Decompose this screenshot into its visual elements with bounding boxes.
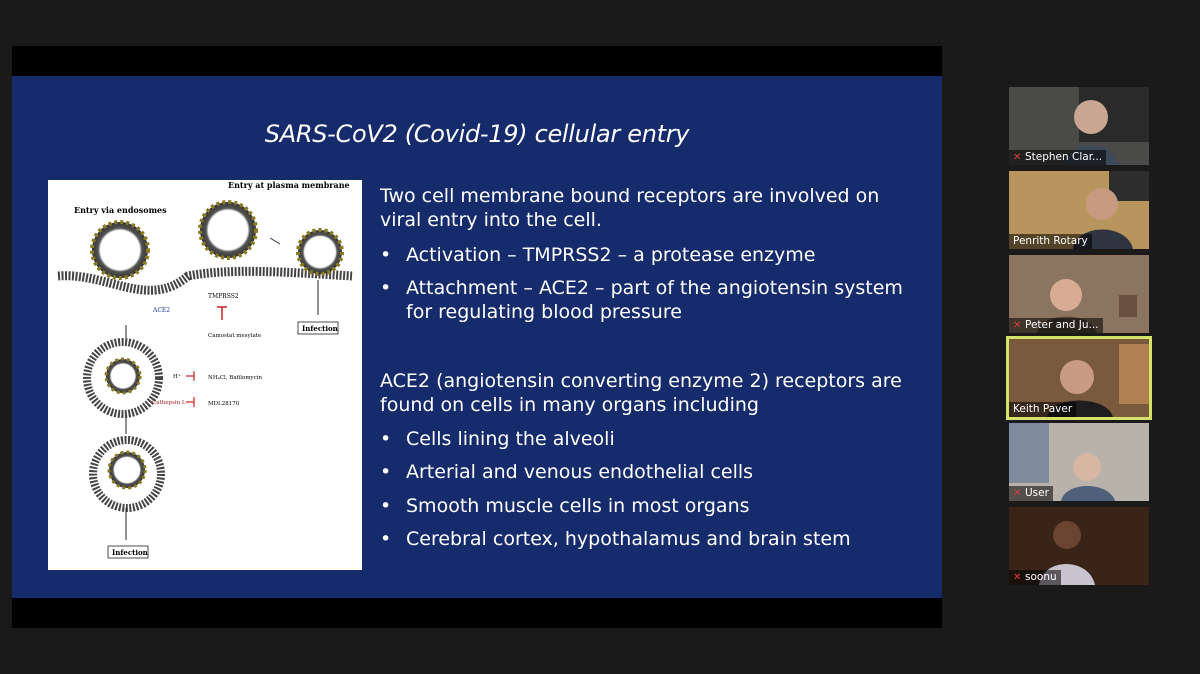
participant-name: ✕User: [1009, 486, 1053, 501]
mic-muted-icon: ✕: [1013, 488, 1022, 499]
entry-endosomes-label: Entry via endosomes: [74, 205, 167, 215]
bullet-cerebral: Cerebral cortex, hypothalamus and brain …: [380, 527, 916, 551]
endosome-2-icon: [89, 436, 165, 512]
virus-entry-diagram: Entry at plasma membrane Entry via endos…: [48, 180, 362, 570]
cathepsin-label: Cathepsin L: [152, 400, 186, 406]
diagram-svg: Entry at plasma membrane Entry via endos…: [57, 180, 353, 559]
bullet-alveoli: Cells lining the alveoli: [380, 427, 916, 451]
participant-name: Keith Paver: [1009, 402, 1077, 417]
mic-muted-icon: ✕: [1013, 572, 1022, 583]
mdl-label: MDL28170: [208, 401, 240, 407]
participant-name: ✕Stephen Clar...: [1009, 150, 1107, 165]
participant-tile[interactable]: ✕soonu: [1009, 507, 1149, 585]
slide-paragraph-2: ACE2 (angiotensin converting enzyme 2) r…: [380, 370, 902, 416]
virion-1-icon: [90, 220, 150, 280]
bullet-smooth-muscle: Smooth muscle cells in most organs: [380, 494, 916, 518]
participant-name: Penrith Rotary: [1009, 234, 1092, 249]
virion-2-icon: [198, 200, 258, 260]
bullet-attachment: Attachment – ACE2 – part of the angioten…: [380, 276, 916, 324]
participant-tile[interactable]: ✕Stephen Clar...: [1009, 87, 1149, 165]
tmprss2-label: TMPRSS2: [208, 293, 239, 300]
participant-name: ✕soonu: [1009, 570, 1061, 585]
mic-muted-icon: ✕: [1013, 152, 1022, 163]
slide-paragraph-1: Two cell membrane bound receptors are in…: [380, 185, 880, 231]
bullet-endothelial: Arterial and venous endothelial cells: [380, 460, 916, 484]
virion-3-icon: [296, 228, 344, 276]
endosome-1-icon: [83, 338, 163, 418]
participant-tile[interactable]: ✕User: [1009, 423, 1149, 501]
ace2-label: ACE2: [152, 307, 170, 314]
camostat-label: Camostat mesylate: [208, 333, 261, 339]
infection-label-2: Infection: [112, 548, 148, 557]
entry-plasma-label: Entry at plasma membrane: [228, 180, 350, 190]
presentation-slide: SARS-CoV2 (Covid-19) cellular entry Entr…: [12, 76, 942, 598]
slide-title: SARS-CoV2 (Covid-19) cellular entry: [264, 120, 690, 148]
participant-tile[interactable]: ✕Peter and Ju...: [1009, 255, 1149, 333]
participant-tile[interactable]: Penrith Rotary: [1009, 171, 1149, 249]
h-plus-label: H⁺: [173, 374, 181, 380]
participant-tile-active-speaker[interactable]: Keith Paver: [1006, 336, 1152, 420]
mic-muted-icon: ✕: [1013, 320, 1022, 331]
nh4cl-label: NH₄Cl, Bafilomycin: [208, 375, 262, 381]
bullet-activation: Activation – TMPRSS2 – a protease enzyme: [380, 243, 916, 267]
infection-label-1: Infection: [302, 324, 338, 333]
participant-name: ✕Peter and Ju...: [1009, 318, 1103, 333]
